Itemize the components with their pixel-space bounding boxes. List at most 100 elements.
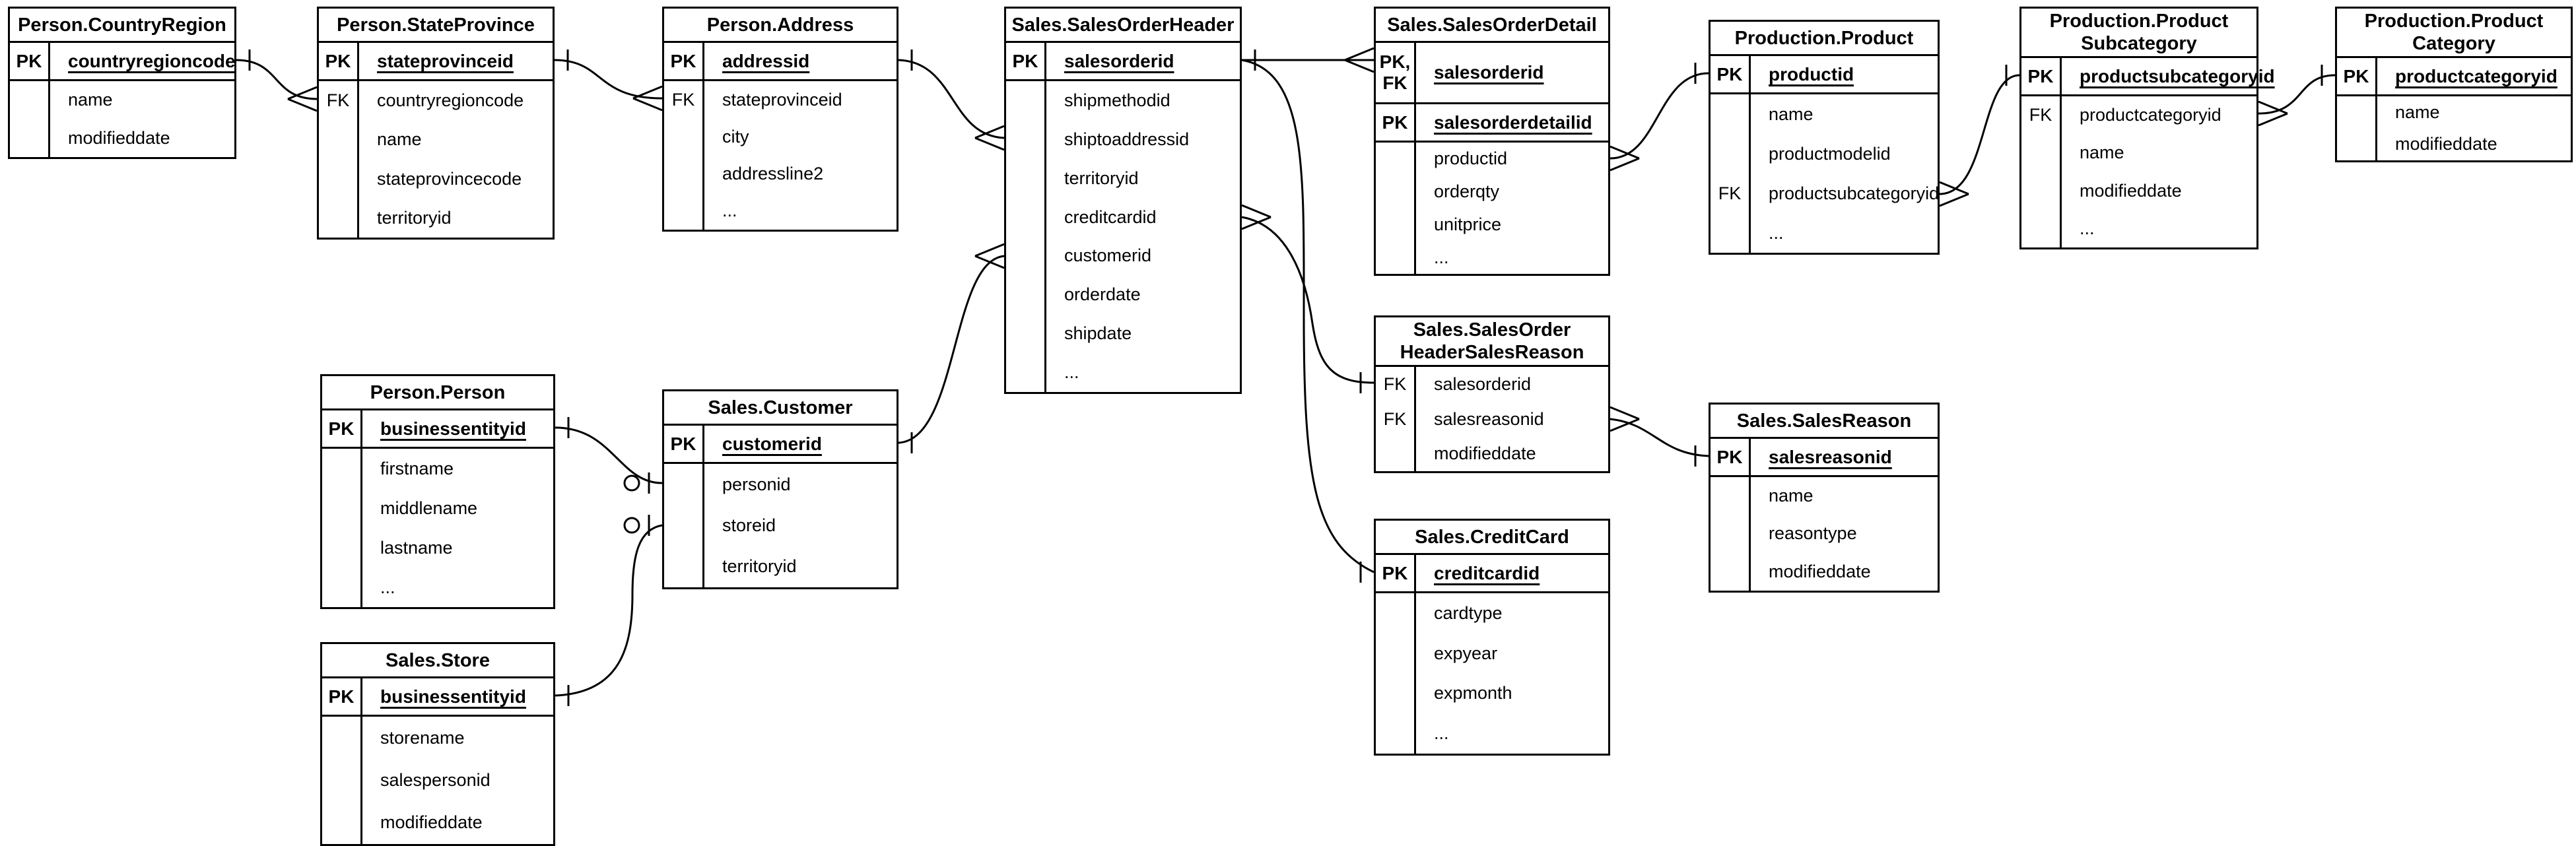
relationship-connector-countryregion-stateprovince[interactable] <box>236 59 318 100</box>
field-row: lastname <box>322 528 553 568</box>
field-name: expmonth <box>1434 683 1512 703</box>
relationship-connector-person-customer[interactable] <box>555 426 663 484</box>
key-field-name: productsubcategoryid <box>2080 65 2275 86</box>
relationship-connector-headersalesreason-salesreason[interactable] <box>1610 418 1709 457</box>
field-row: territoryid <box>664 546 897 587</box>
fk-badge <box>664 464 704 505</box>
relationship-connector-address-salesorderheader[interactable] <box>898 59 1005 139</box>
field-name: ... <box>1434 247 1449 267</box>
fk-badge: FK <box>319 81 359 121</box>
relationship-connector-product-productsubcategory[interactable] <box>1939 74 2020 195</box>
relationship-connector-salesorderheader-creditcard[interactable] <box>1241 59 1374 573</box>
fk-badge <box>322 568 362 607</box>
field-name: ... <box>2080 218 2095 238</box>
table-title: Sales.Customer <box>664 391 897 426</box>
table-title-line: Production.Product <box>1734 27 1914 49</box>
field-name: stateprovincecode <box>377 168 522 189</box>
field-name: modifieddate <box>380 812 483 833</box>
field-name: territoryid <box>722 556 797 577</box>
field-row: ... <box>664 192 897 230</box>
field-name: ... <box>1434 723 1449 744</box>
key-badge: PK <box>2337 58 2377 94</box>
fk-badge <box>1006 119 1046 159</box>
field-row: storename <box>322 717 553 760</box>
field-name: shipdate <box>1064 323 1132 344</box>
relationship-connector-stateprovince-address[interactable] <box>554 59 663 100</box>
key-field-name: businessentityid <box>380 418 526 439</box>
field-row: modifieddate <box>322 801 553 844</box>
fk-badge <box>1376 175 1416 209</box>
fk-badge <box>1006 236 1046 276</box>
field-row: name <box>2021 134 2256 172</box>
key-field-name: productcategoryid <box>2395 65 2558 86</box>
fk-badge <box>1006 158 1046 198</box>
field-name: name <box>68 90 113 110</box>
table-title: Production.Product <box>1711 22 1938 56</box>
key-field-name: salesorderdetailid <box>1434 112 1592 133</box>
field-name: reasontype <box>1769 523 1857 544</box>
field-row: ... <box>1376 713 1608 754</box>
field-row: expmonth <box>1376 673 1608 714</box>
relationship-connector-productsubcategory-productcategory[interactable] <box>2258 74 2336 115</box>
cardinality-marker-zero-one <box>623 515 650 536</box>
fk-badge <box>664 118 704 156</box>
relationship-connector-customer-salesorderheader[interactable] <box>898 255 1005 444</box>
field-name: lastname <box>380 537 453 558</box>
table-title: Person.Address <box>664 9 897 43</box>
table-title: Sales.SalesReason <box>1711 405 1938 439</box>
fk-badge <box>322 528 362 568</box>
table-title-line: Sales.SalesOrderDetail <box>1387 14 1597 36</box>
field-name: creditcardid <box>1064 207 1157 227</box>
key-field-name: salesorderid <box>1064 50 1174 71</box>
field-row: name <box>2337 96 2571 129</box>
key-field-name: salesorderid <box>1434 62 1544 82</box>
relationship-connector-store-customer[interactable] <box>555 524 663 697</box>
relationship-connector-salesorderheader-headersalesreason[interactable] <box>1241 216 1374 384</box>
table-title: Person.StateProvince <box>319 9 553 43</box>
field-name: orderqty <box>1434 181 1500 202</box>
table-title: Person.CountryRegion <box>10 9 234 43</box>
fk-badge <box>1376 208 1416 242</box>
key-field-name: salesreasonid <box>1769 446 1892 467</box>
fk-badge <box>1711 515 1751 553</box>
cardinality-marker-many <box>974 125 1005 151</box>
fk-badge <box>10 81 50 119</box>
field-row: name <box>1711 94 1938 134</box>
fk-badge <box>322 801 362 844</box>
key-badge: PK <box>664 426 704 462</box>
relationship-connector-salesorderdetail-product[interactable] <box>1610 72 1709 160</box>
field-row: personid <box>664 464 897 505</box>
field-row: stateprovincecode <box>319 159 553 199</box>
table-title-line: Sales.SalesReason <box>1736 410 1912 432</box>
cardinality-marker-many <box>1241 204 1271 230</box>
fk-badge <box>319 159 359 199</box>
